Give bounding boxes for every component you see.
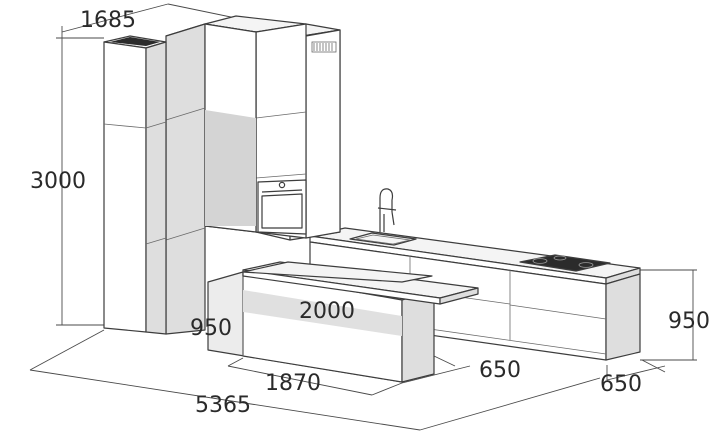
- tall-cabinets: [103, 15, 341, 335]
- sink: [349, 232, 417, 246]
- dimension-labels: 1685 3000 5365 1870 2000 950 650 650 950: [30, 8, 710, 418]
- dim-island-height: 950: [190, 316, 232, 341]
- dim-counter-height: 950: [668, 309, 710, 334]
- dim-tall-depth: 1685: [80, 8, 136, 33]
- dim-height: 3000: [30, 169, 86, 194]
- dim-island-depth: 650: [479, 358, 521, 383]
- oven: [257, 179, 307, 235]
- dim-island-width: 1870: [265, 371, 321, 396]
- vent-grille: [311, 41, 337, 53]
- island: [207, 261, 479, 383]
- dim-overall-length: 5365: [195, 393, 251, 418]
- dim-counter-depth: 650: [600, 372, 642, 397]
- faucet: [377, 188, 397, 232]
- dim-island-length: 2000: [299, 299, 355, 324]
